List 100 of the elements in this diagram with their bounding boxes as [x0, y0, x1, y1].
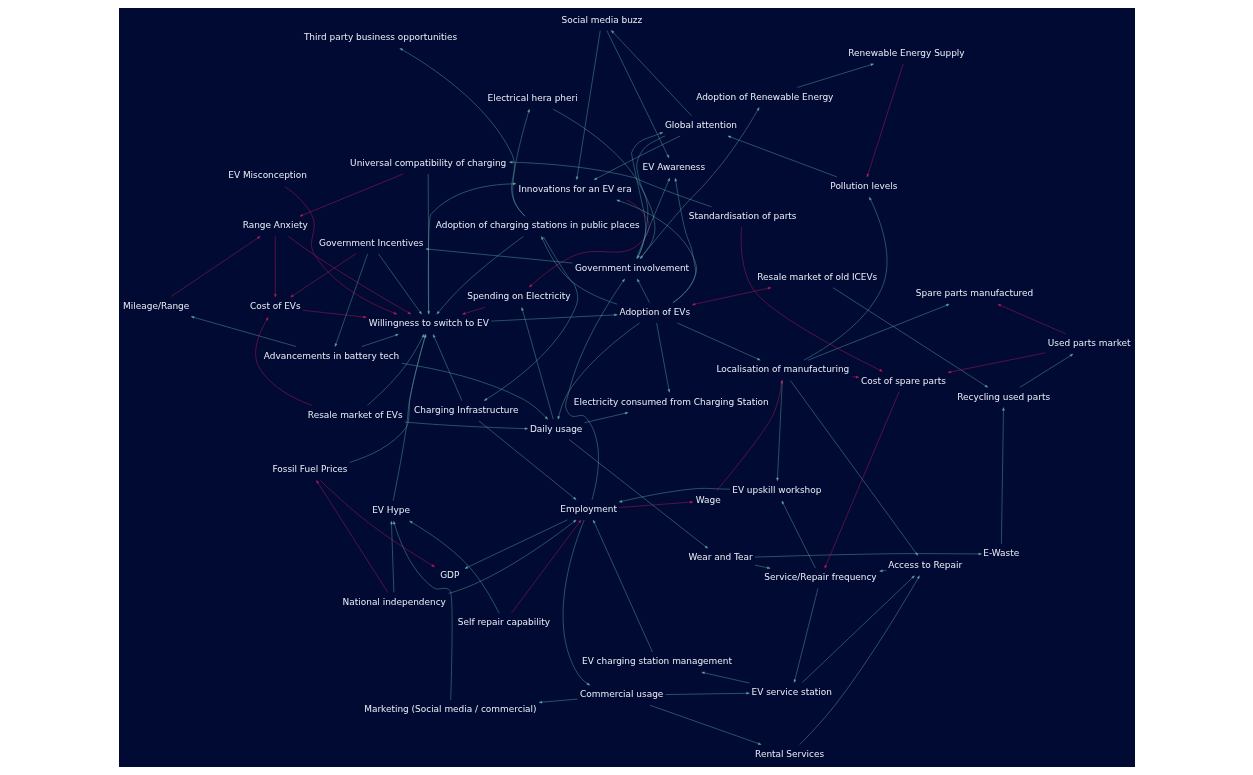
- arrow: [691, 287, 771, 306]
- node-text: Employment: [559, 503, 617, 514]
- node-text: Range Anxiety: [242, 220, 308, 231]
- arrow: [740, 227, 883, 372]
- node-text: Spare parts manufactured: [915, 288, 1033, 299]
- node-text: Access to Repair: [887, 559, 962, 570]
- arrow: [478, 420, 576, 500]
- arrow: [1019, 353, 1073, 388]
- arrow: [315, 480, 388, 593]
- node-text: Wear and Tear: [688, 552, 753, 563]
- arrow: [796, 63, 874, 88]
- arrow: [575, 30, 600, 180]
- arrow: [947, 352, 1046, 374]
- node-text: Social media buzz: [561, 14, 642, 25]
- arrow: [878, 569, 886, 572]
- arrow: [190, 316, 296, 347]
- arrow: [289, 253, 356, 298]
- arrow: [427, 173, 430, 315]
- arrow: [447, 519, 576, 594]
- node-text: Standardisation of parts: [688, 211, 796, 222]
- arrow: [490, 313, 617, 322]
- node-text: Wage: [695, 494, 721, 505]
- arrow: [775, 380, 783, 481]
- node-text: EV Awareness: [642, 162, 705, 173]
- arrow: [649, 705, 761, 745]
- arrow: [672, 178, 696, 303]
- arrow: [639, 107, 759, 259]
- node-text: Renewable Energy Supply: [847, 47, 965, 58]
- arrow: [361, 334, 399, 347]
- node-text: Global attention: [664, 120, 737, 131]
- arrow: [425, 248, 573, 264]
- arrow: [716, 380, 783, 491]
- arrow: [676, 322, 760, 361]
- node-text: Government involvement: [574, 262, 689, 273]
- node-text: Localisation of manufacturing: [715, 364, 849, 375]
- arrow: [540, 236, 617, 305]
- node-text: Charging Infrastructure: [413, 404, 519, 415]
- arrow: [866, 63, 903, 178]
- node-text: Electricity consumed from Charging Station: [573, 396, 769, 407]
- node-text: Cost of spare parts: [860, 375, 946, 386]
- arrow: [851, 375, 859, 379]
- arrow: [508, 161, 712, 207]
- arrow: [427, 182, 516, 315]
- node-text: Electrical hera pheri: [487, 93, 578, 104]
- arrow: [348, 334, 426, 463]
- node-text: Advancements in battery tech: [263, 350, 399, 361]
- arrow: [789, 380, 918, 556]
- node-text: Universal compatibility of charging: [349, 157, 506, 168]
- arrow: [334, 253, 368, 347]
- arrow: [616, 199, 697, 303]
- node-text: Government Incentives: [318, 237, 423, 248]
- node-text: Cost of EVs: [249, 301, 301, 312]
- arrow: [754, 552, 982, 558]
- node-text: Daily usage: [529, 423, 582, 434]
- node-text: Adoption of Renewable Energy: [695, 91, 833, 102]
- arrow: [562, 519, 590, 686]
- arrow: [401, 363, 548, 420]
- arrow: [832, 287, 988, 388]
- arrow: [366, 334, 424, 406]
- arrow: [284, 186, 397, 315]
- node-text: EV Hype: [371, 505, 410, 516]
- arrow: [301, 310, 366, 319]
- arrow: [287, 236, 411, 315]
- node-text: National independency: [342, 596, 446, 607]
- arrow: [461, 307, 485, 315]
- arrow: [408, 520, 499, 614]
- node-text: Willingness to switch to EV: [368, 318, 489, 329]
- node-text: Spending on Electricity: [466, 291, 570, 302]
- node-text: Pollution levels: [829, 181, 897, 192]
- node-text: Service/Repair frequency: [763, 572, 877, 583]
- arrow: [593, 135, 680, 180]
- node-text: Used parts market: [1047, 338, 1131, 349]
- arrow: [520, 307, 553, 420]
- node-text: Third party business opportunities: [303, 32, 457, 43]
- node-text: Innovations for an EV era: [518, 184, 632, 195]
- node-text: Marketing (Social media / commercial): [363, 704, 537, 715]
- arrow: [392, 521, 452, 701]
- arrow: [655, 322, 670, 393]
- arrow: [564, 278, 625, 500]
- arrow: [436, 236, 524, 315]
- arrow: [483, 236, 578, 401]
- arrow: [557, 322, 640, 420]
- arrow: [636, 278, 650, 303]
- arrow: [754, 565, 770, 569]
- arrow: [664, 692, 750, 695]
- arrow: [781, 500, 816, 569]
- arrow: [273, 236, 277, 298]
- arrow: [793, 588, 818, 683]
- node-text: EV service station: [751, 686, 832, 697]
- node-text: Self repair capability: [457, 617, 550, 628]
- arrow: [606, 30, 669, 159]
- arrow: [538, 698, 578, 704]
- node-text: Commercial usage: [579, 689, 663, 700]
- arrow: [583, 412, 628, 423]
- node-text: GDP: [439, 569, 459, 580]
- arrow: [432, 334, 462, 401]
- arrow: [700, 671, 750, 684]
- node-text: Resale market of EVs: [307, 409, 403, 420]
- arrow: [824, 391, 899, 569]
- arrow: [464, 519, 568, 569]
